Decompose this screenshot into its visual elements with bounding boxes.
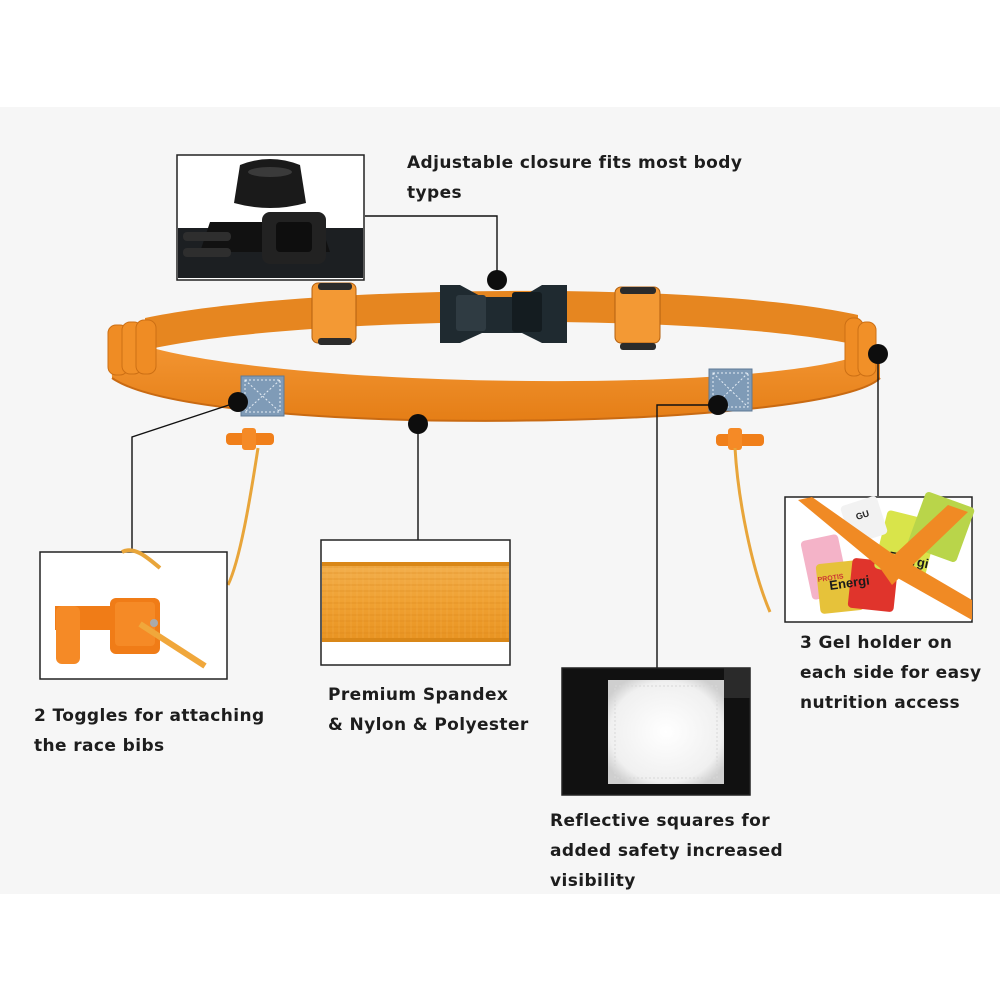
gel-loops-left [107, 319, 157, 376]
leader-dots [228, 270, 888, 434]
gel-text-1: Energi [828, 572, 870, 592]
reflective-inset [561, 667, 751, 796]
reflective-patch-icon [240, 375, 285, 417]
toggle-icon [226, 428, 274, 586]
belt-buckle [440, 285, 567, 343]
reflective-label-line3: visibility [550, 871, 636, 891]
reflective-label-line1: Reflective squares for [550, 811, 771, 831]
reflective-label-line2: added safety increased [550, 841, 784, 861]
reflective-label: Reflective squares for added safety incr… [550, 806, 783, 896]
closure-label: Adjustable closure fits most body types [407, 148, 742, 208]
gel-text-3: PROTIS [817, 573, 844, 584]
toggles-label-line1: 2 Toggles for attaching [34, 706, 265, 726]
gel-label-line1: 3 Gel holder on [800, 633, 953, 653]
belt-band [107, 282, 881, 613]
gel-label-line3: nutrition access [800, 693, 960, 713]
gel-label-line2: each side for easy [800, 663, 982, 683]
material-label-line1: Premium Spandex [328, 685, 509, 705]
toggles-label: 2 Toggles for attaching the race bibs [34, 701, 265, 761]
gel-inset: Energi Energi PROTIS GU [784, 491, 975, 623]
material-label-line2: & Nylon & Polyester [328, 715, 529, 735]
leader-lines [131, 215, 879, 668]
toggles-label-line2: the race bibs [34, 736, 165, 756]
material-inset [320, 539, 511, 666]
material-label: Premium Spandex & Nylon & Polyester [328, 680, 529, 740]
toggle-inset [39, 548, 228, 680]
toggle-icon [716, 428, 772, 613]
gel-text-4: GU [855, 508, 871, 522]
closure-label-line2: types [407, 183, 463, 203]
buckle-icon [183, 159, 330, 264]
gel-label: 3 Gel holder on each side for easy nutri… [800, 628, 981, 718]
closure-label-line1: Adjustable closure fits most body [407, 153, 743, 173]
closure-inset [176, 154, 365, 281]
